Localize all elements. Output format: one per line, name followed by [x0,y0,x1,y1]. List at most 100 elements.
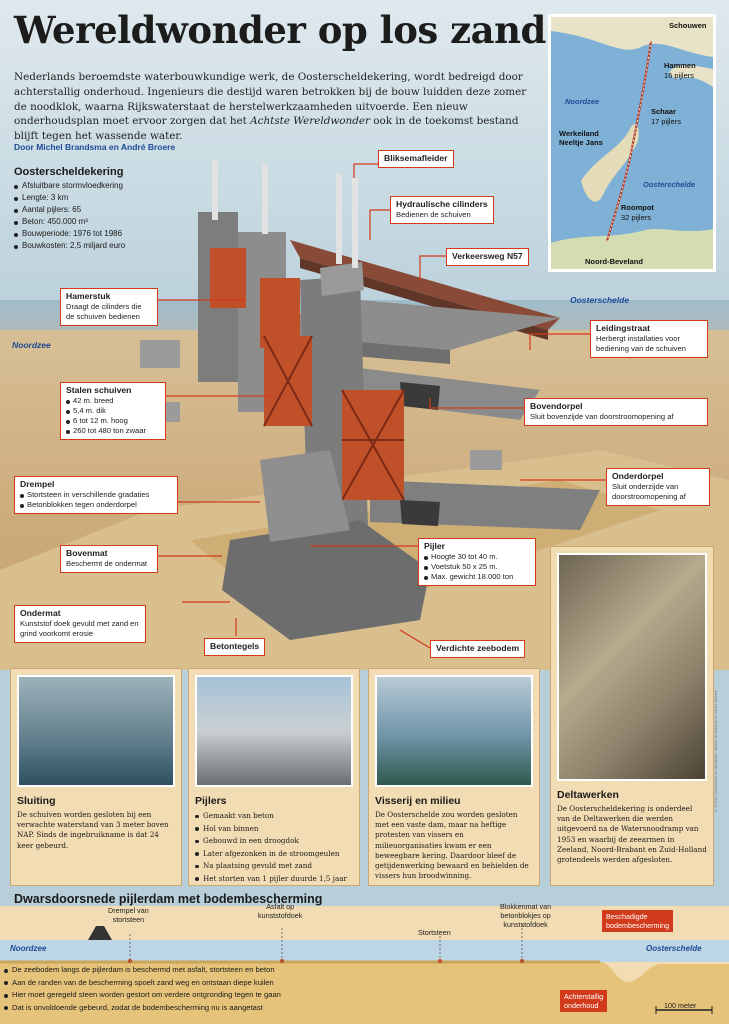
map-label-roompot: Roompot [621,203,654,212]
section-label-stortsteen: Stortsteen [418,928,451,937]
label-stalen-list: 42 m. breed 5,4 m. dik 6 tot 12 m. hoog … [66,396,160,436]
label-onderdorpel-text: Sluit onderzijde van doorstroomopening a… [612,482,686,501]
label-pijler-item: Max. gewicht 18.000 ton [424,572,530,582]
card-deltawerken: Deltawerken De Oosterscheldekering is on… [550,546,714,886]
card-visserij-text: De Oosterschelde zou worden gesloten met… [375,810,529,881]
label-stalen-schuiven: Stalen schuiven 42 m. breed 5,4 m. dik 6… [60,382,166,440]
label-verkeersweg-title: Verkeersweg N57 [452,251,523,261]
card-visserij-title: Visserij en milieu [375,795,461,807]
section-label-blokkenmat: Blokkenmat van betonblokjes op kunststof… [500,902,551,929]
section-title: Dwarsdoorsnede pijlerdam met bodembesche… [14,892,323,906]
label-leidingstraat-text: Herbergt installaties voor bediening van… [596,334,686,353]
label-bovenmat-text: Beschermt de ondermat [66,559,148,568]
section-label-achterstallig-text: Achterstallig onderhoud [564,992,604,1010]
label-pijler-item: Hoogte 30 tot 40 m. [424,552,530,562]
label-drempel-list: Stortsteen in verschillende gradaties Be… [20,490,172,510]
specs-list: Afsluitbare stormvloedkering Lengte: 3 k… [14,180,189,252]
card-pijlers-title: Pijlers [195,795,227,807]
label-hamerstuk-text: Draagt de cilinders die de schuiven bedi… [66,302,142,321]
label-leidingstraat-title: Leidingstraat [596,323,650,333]
section-label-drempel-text: Drempel van stortsteen [108,906,149,924]
label-verdichte-zeebodem: Verdichte zeebodem [430,640,526,658]
specs-item: Bouwkosten: 2,5 miljard euro [14,240,189,252]
label-hydraulische-text: Bedienen de schuiven [396,210,471,219]
map-label-roompot-pijlers: 32 pijlers [621,213,652,222]
label-onderdorpel-title: Onderdorpel [612,471,664,481]
label-bliksemafleider-title: Bliksemafleider [384,153,448,163]
location-map: Schouwen Hammen 16 pijlers Noordzee Scha… [548,14,716,272]
map-label-noord-beveland: Noord-Beveland [585,257,643,266]
specs-item: Bouwperiode: 1976 tot 1986 [14,228,189,240]
map-graphic [551,17,713,269]
card-pijlers-item: Na plaatsing gevuld met zand [195,860,353,873]
card-pijlers-list: Gemaakt van beton Hol van binnen Gebouwd… [195,810,353,886]
map-label-oosterschelde: Oosterschelde [643,180,696,189]
label-hydraulische-title: Hydraulische cilinders [396,199,488,209]
intro-text-start: Nederlands beroemdste waterbouwkundige w… [14,71,527,128]
cross-section: Drempel van stortsteen Asfalt op kunstst… [0,902,729,1024]
section-label-blokkenmat-text: Blokkenmat van betonblokjes op kunststof… [500,902,552,929]
card-pijlers-item: Hol van binnen [195,823,353,836]
label-stalen-item: 6 tot 12 m. hoog [66,416,160,426]
map-label-noordzee: Noordzee [565,97,600,106]
label-pijler-title: Pijler [424,541,446,551]
label-verkeersweg: Verkeersweg N57 [446,248,529,266]
map-label-werkeiland: Werkeiland [559,129,599,138]
label-drempel-item: Betonblokken tegen onderdorpel [20,500,172,510]
label-ondermat-title: Ondermat [20,608,61,618]
card-pijlers-item: Gebouwd in een droogdok [195,835,353,848]
map-label-neeltje-jans: Neeltje Jans [559,138,603,147]
credit-line: © DVHN | Research en illustratie: Michel… [713,690,718,814]
card-visserij: Visserij en milieu De Oosterschelde zou … [368,668,540,886]
card-pijlers: Pijlers Gemaakt van beton Hol van binnen… [188,668,360,886]
byline: Door Michel Brandsma en André Broere [14,142,176,152]
section-label-achterstallig: Achterstallig onderhoud [560,990,608,1012]
sea-label-noordzee: Noordzee [12,340,51,350]
label-bovendorpel-text: Sluit bovenzijde van doorstroomopening a… [530,412,674,421]
card-deltawerken-text: De Oosterscheldekering is onderdeel van … [557,804,707,865]
specs-item: Beton: 450.000 m³ [14,216,189,228]
label-bovenmat-title: Bovenmat [66,548,108,558]
label-stalen-item: 260 tot 480 ton zwaar [66,426,160,436]
section-label-beschadigde-text: Beschadigde bodembescherming [606,912,670,930]
label-pijler-list: Hoogte 30 tot 40 m. Voetstuk 50 x 25 m. … [424,552,530,582]
specs-title: Oosterscheldekering [14,166,124,178]
specs-block: Oosterscheldekering Afsluitbare stormvlo… [14,166,189,252]
page-title: Wereldwonder op los zand [14,8,546,52]
section-label-asfalt-text: Asfalt op kunststofdoek [258,902,303,920]
label-hamerstuk-title: Hamerstuk [66,291,111,301]
label-stalen-item: 42 m. breed [66,396,160,406]
section-notes: De zeebodem langs de pijlerdam is besche… [4,964,624,1014]
label-ondermat-text: Kunststof doek gevuld met zand en grind … [20,619,139,638]
card-sluiting-title: Sluiting [17,795,56,807]
intro-text-end: ook in de toekomst bestand blijft tegen … [14,115,519,143]
label-stalen-title: Stalen schuiven [66,385,132,395]
photo-deltawerken [557,553,707,781]
card-sluiting-text: De schuiven worden gesloten bij een verw… [17,810,169,850]
label-drempel-item: Stortsteen in verschillende gradaties [20,490,172,500]
intro-paragraph: Nederlands beroemdste waterbouwkundige w… [14,70,539,144]
card-deltawerken-title: Deltawerken [557,789,619,801]
scale-bar-label: 100 meter [664,1001,697,1010]
map-label-hammen-pijlers: 16 pijlers [664,71,695,80]
section-label-beschadigde: Beschadigde bodembescherming [602,910,674,932]
label-pijler-item: Voetstuk 50 x 25 m. [424,562,530,572]
specs-item: Aantal pijlers: 65 [14,204,189,216]
section-label-oosterschelde: Oosterschelde [646,944,702,953]
section-label-drempel: Drempel van stortsteen [108,906,149,924]
label-verdichte-title: Verdichte zeebodem [436,643,520,653]
photo-pijlers [195,675,353,787]
section-note: Aan de randen van de bescherming spoelt … [4,977,624,990]
label-bovendorpel-title: Bovendorpel [530,401,583,411]
label-betontegels: Betontegels [204,638,266,656]
photo-sluiting [17,675,175,787]
label-drempel: Drempel Stortsteen in verschillende grad… [14,476,178,514]
section-label-asfalt: Asfalt op kunststofdoek [258,902,302,920]
card-sluiting: Sluiting De schuiven worden gesloten bij… [10,668,182,886]
